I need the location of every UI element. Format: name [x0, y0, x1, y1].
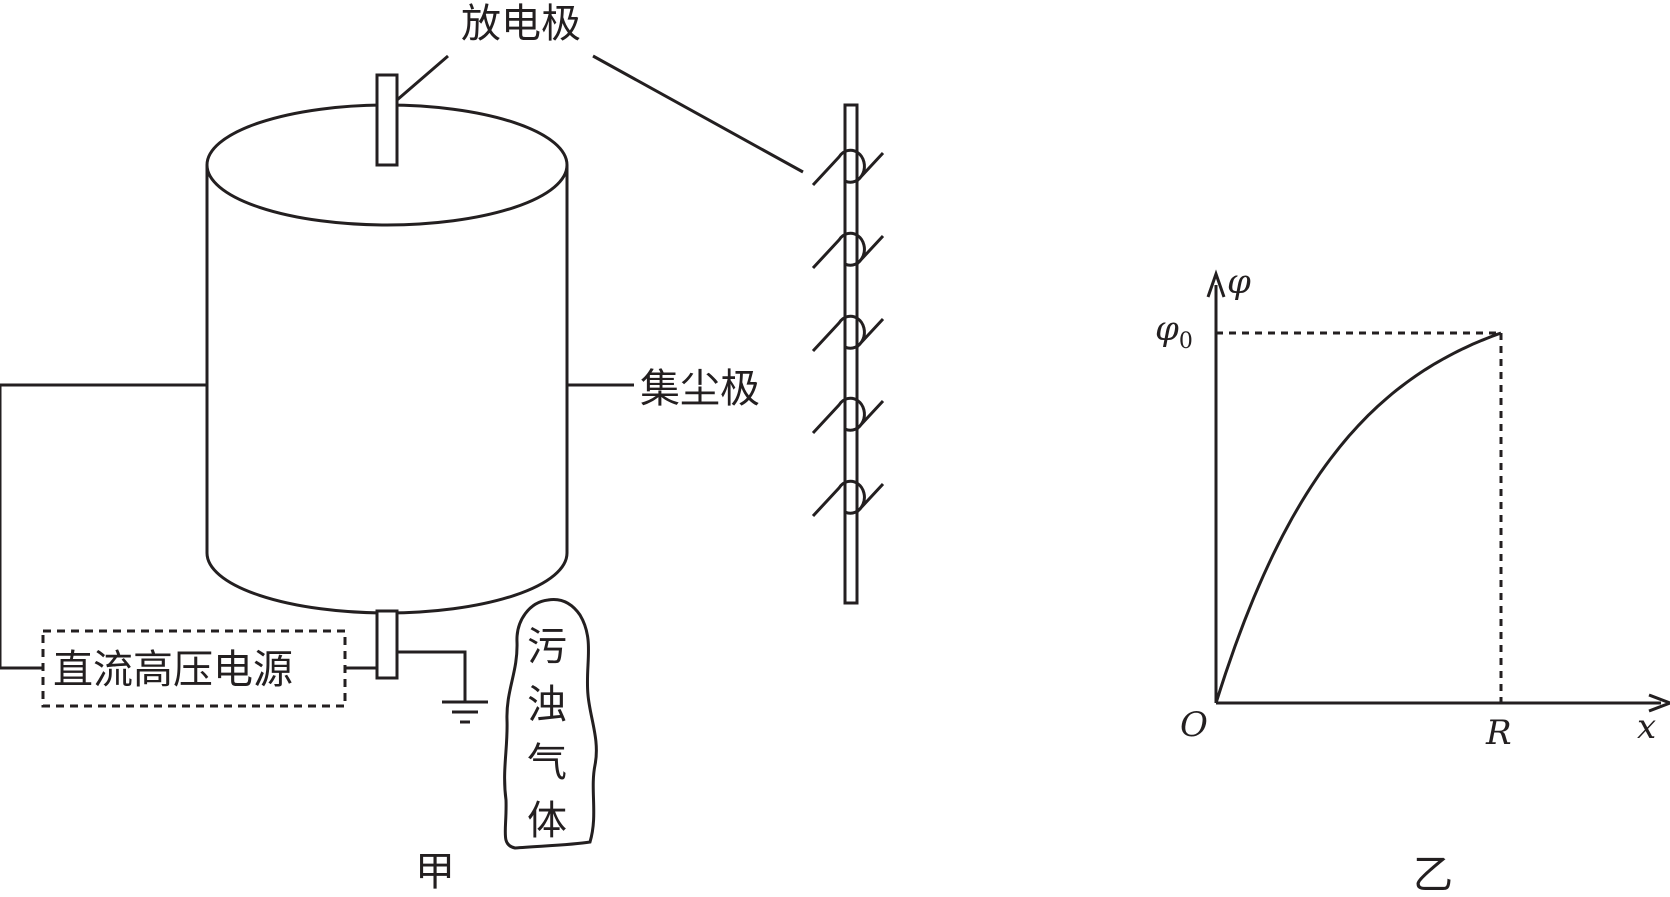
discharge-detail-leader	[592, 54, 804, 174]
collector-cylinder	[205, 103, 569, 615]
electrode-barb	[811, 314, 885, 353]
x-axis-arrow	[1648, 693, 1670, 713]
precipitator-figure	[0, 54, 885, 850]
figure-a-caption: 甲	[415, 849, 455, 892]
wire-cylinder-to-supply	[0, 383, 207, 670]
origin-label: O	[1180, 705, 1208, 745]
y-axis-arrow	[1206, 269, 1226, 298]
cylinder-bottom	[205, 552, 569, 615]
discharge-label-leader	[396, 54, 449, 102]
figure-b-caption: 乙	[1413, 852, 1453, 892]
x-axis-label: x	[1637, 707, 1656, 747]
phi0-subscript: 0	[1179, 329, 1193, 354]
potential-curve	[1214, 331, 1502, 704]
discharge-electrode-detail	[811, 103, 885, 605]
power-supply-label: 直流高压电源	[53, 647, 293, 693]
electrode-barbs	[811, 148, 885, 518]
ground-wire	[397, 650, 467, 702]
electrode-barb	[811, 148, 885, 187]
r-label: R	[1485, 713, 1512, 753]
y-axis-label: φ	[1227, 262, 1251, 302]
collector-electrode-label: 集尘极	[640, 366, 760, 412]
dirty-gas-char-3: 气	[527, 740, 567, 786]
dirty-gas-char-2: 浊	[527, 682, 567, 728]
discharge-electrode-label: 放电极	[461, 1, 581, 47]
dirty-gas-outline	[503, 598, 598, 850]
electrode-rod	[843, 103, 859, 605]
discharge-electrode-top	[375, 73, 399, 167]
phi0-label: φ0	[1155, 309, 1193, 354]
potential-graph	[1206, 269, 1670, 713]
electrode-barb	[811, 479, 885, 518]
dirty-gas-char-4: 体	[527, 798, 567, 844]
phi0-symbol: φ	[1155, 309, 1179, 349]
dirty-gas-char-1: 污	[527, 624, 567, 670]
ground-symbol	[397, 650, 488, 724]
discharge-electrode-bottom	[375, 609, 399, 680]
electrode-barb	[811, 231, 885, 270]
electrode-barb	[811, 396, 885, 435]
